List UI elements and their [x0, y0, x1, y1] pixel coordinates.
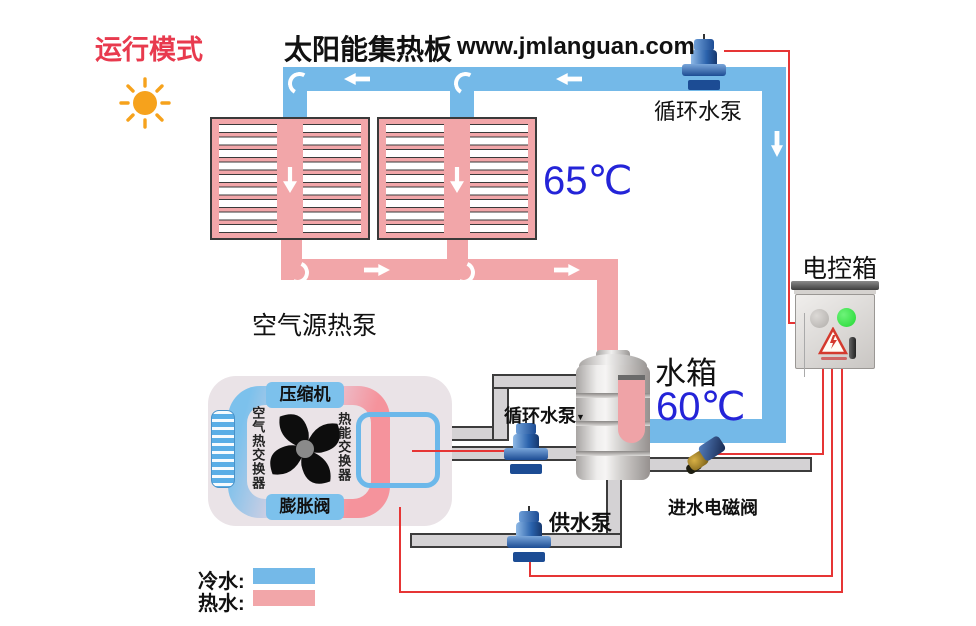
control-box-label: 电控箱: [802, 255, 878, 283]
cold-pipe-drop-panel1: [283, 67, 307, 120]
panel-slats: [303, 124, 361, 236]
hot-pipe-drop-panel2: [447, 236, 468, 264]
website-text: www.jmlanguan.com: [457, 33, 695, 60]
circulation-pump-top-label: 循环水泵: [654, 99, 743, 124]
hot-pipe-drop-panel1: [281, 236, 302, 264]
supply-pump-label: 供水泵: [549, 512, 612, 535]
inlet-valve-label: 进水电磁阀: [668, 498, 758, 518]
collector-title: 太阳能集热板: [284, 34, 453, 65]
tank-hot-water-cutaway: [618, 375, 645, 443]
box-handle-icon: [849, 337, 856, 359]
air-coil-icon: [211, 410, 235, 488]
air-exchanger-label: 空气热交换器: [250, 406, 266, 490]
inlet-solenoid-valve-icon: [684, 434, 728, 476]
legend-cold-swatch: [253, 568, 315, 584]
heat-exchanger-label: 热能交换器: [336, 412, 352, 482]
water-tank: [576, 350, 650, 480]
circulation-pump-top-icon: [682, 34, 726, 92]
wire-valve-v: [822, 369, 824, 455]
panel-slats: [386, 124, 444, 236]
heat-pump-title: 空气源热泵: [252, 312, 378, 340]
flow-arrow-down-icon: [283, 167, 297, 193]
solar-panel-1: [210, 117, 370, 240]
collector-temp: 65℃: [543, 159, 633, 203]
wire-heatpump-v2: [399, 507, 401, 593]
legend-hot-swatch: [253, 590, 315, 606]
warning-triangle-icon: [818, 327, 848, 355]
circulation-pump-mid-label: 循环水泵▼: [504, 406, 585, 426]
tank-temp: 60℃: [656, 385, 746, 429]
panel-slats: [219, 124, 277, 236]
wire-valve-h: [712, 453, 824, 455]
tank-label: 水箱: [655, 356, 717, 391]
sun-icon: [119, 77, 171, 129]
legend-cold-label: 冷水:: [198, 571, 245, 593]
marker-icon: ▼: [576, 412, 585, 422]
wire-heatpump-v1: [841, 369, 843, 593]
flow-arrow-down-icon: [450, 167, 464, 193]
pipe-riser-to-tank: [492, 374, 588, 389]
indicator-light-green: [837, 308, 856, 327]
hot-pipe-to-tank: [597, 259, 618, 357]
wire-toppump-h: [724, 50, 790, 52]
expansion-valve-label: 膨胀阀: [266, 494, 344, 520]
indicator-light-gray: [810, 309, 829, 328]
cold-pipe-right-vertical: [762, 67, 786, 443]
pipe-inlet-right: [646, 457, 812, 472]
wire-midpump: [412, 450, 510, 452]
legend-hot-label: 热水:: [198, 593, 245, 615]
wire-heatpump-h: [399, 591, 843, 593]
circulation-pump-mid-icon: [504, 418, 548, 476]
cold-pipe-drop-panel2: [450, 67, 474, 120]
control-box: [791, 281, 879, 377]
fan-icon: [270, 414, 340, 484]
compressor-label: 压缩机: [266, 382, 344, 408]
wire-toppump-to-box: [788, 322, 798, 324]
wire-supplypump-v2: [529, 556, 531, 577]
solar-panel-2: [377, 117, 537, 240]
wire-toppump-v: [788, 50, 790, 324]
supply-pump-icon: [507, 506, 551, 564]
heat-pump-unit: 压缩机 膨胀阀 空气热交换器 热能交换器: [208, 376, 452, 526]
hot-pipe-horizontal: [281, 259, 618, 280]
wire-supplypump-v1: [831, 369, 833, 577]
wire-supplypump-h: [529, 575, 833, 577]
mode-title: 运行模式: [95, 35, 203, 65]
panel-slats: [470, 124, 528, 236]
